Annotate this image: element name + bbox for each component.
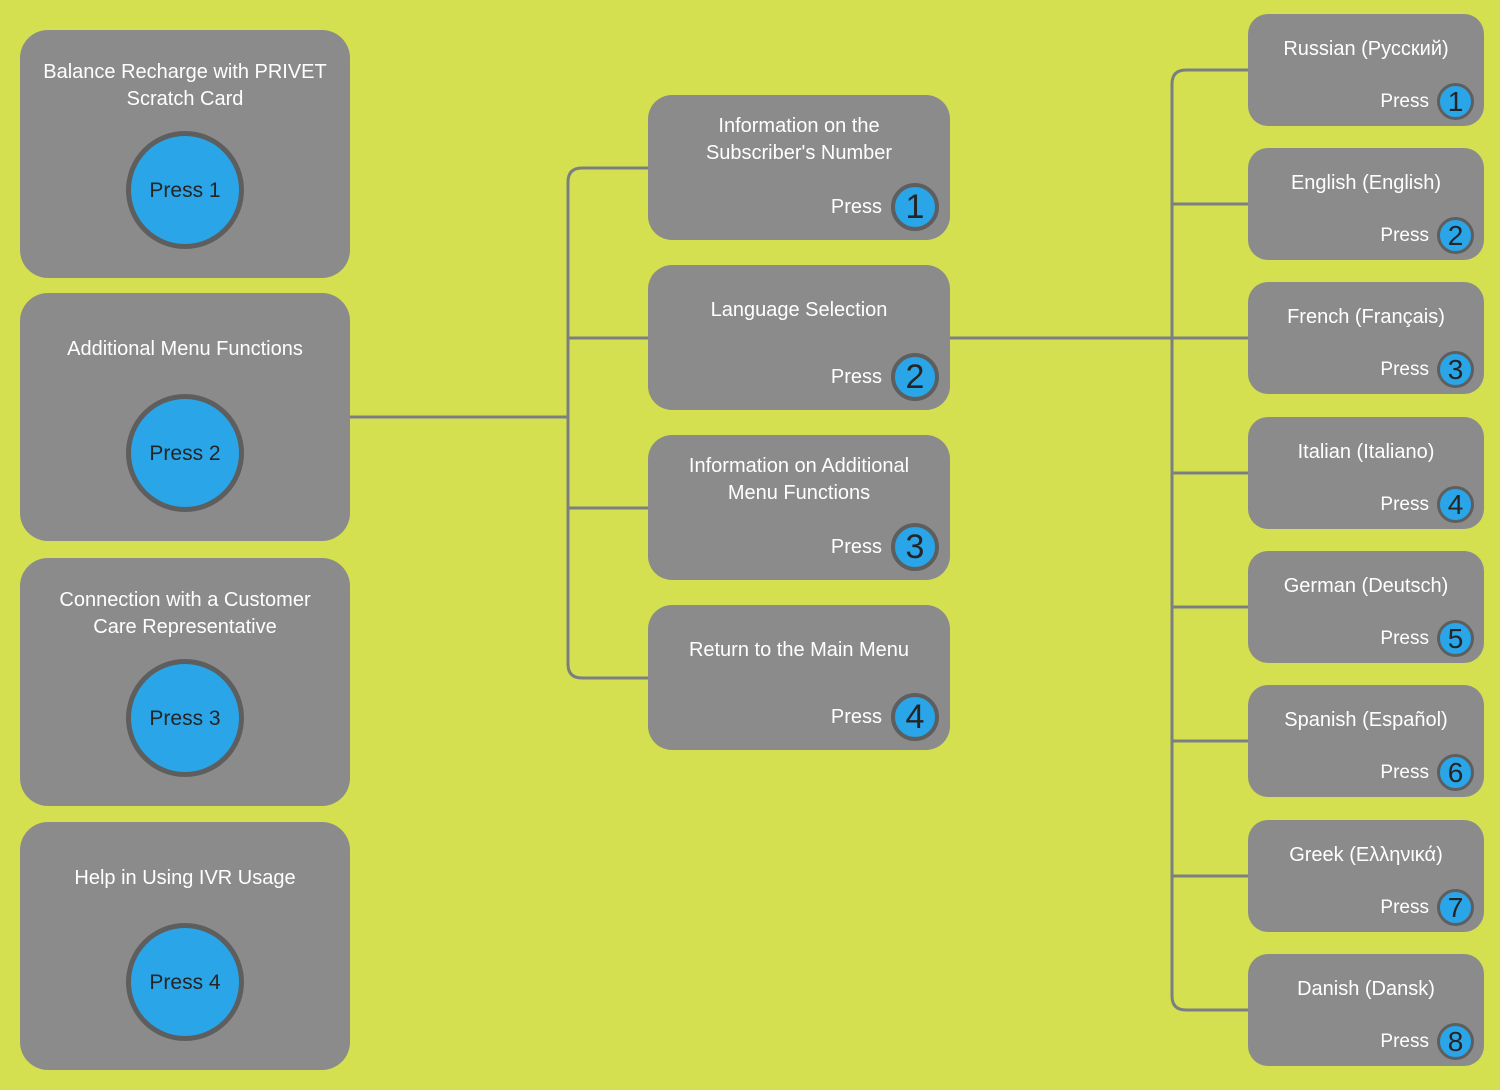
- press-2-circle[interactable]: Press 2: [126, 394, 244, 512]
- node-help-ivr-usage[interactable]: Help in Using IVR Usage Press 4: [20, 822, 350, 1070]
- node-language-italian[interactable]: Italian (Italiano) Press 4: [1248, 417, 1484, 529]
- key-number: 4: [905, 698, 925, 736]
- key-6-circle[interactable]: 6: [1437, 754, 1474, 791]
- key-number: 1: [1447, 85, 1464, 117]
- node-language-russian[interactable]: Russian (Русский) Press 1: [1248, 14, 1484, 126]
- node-balance-recharge[interactable]: Balance Recharge with PRIVET Scratch Car…: [20, 30, 350, 278]
- press-word: Press: [830, 535, 882, 558]
- key-number: 2: [1447, 219, 1464, 251]
- node-title: Information on Additional Menu Functions: [688, 455, 910, 504]
- press-row: Press 5: [1380, 620, 1474, 657]
- press-word: Press: [1380, 761, 1429, 783]
- node-title: Greek (Ελληνικά): [1289, 843, 1443, 866]
- node-additional-functions-info[interactable]: Information on Additional Menu Functions…: [648, 435, 950, 580]
- press-row: Press 3: [1380, 351, 1474, 388]
- press-label: Press 3: [149, 706, 221, 730]
- press-row: Press 2: [1380, 217, 1474, 254]
- node-title: Russian (Русский): [1283, 37, 1449, 60]
- press-row: Press 8: [1380, 1023, 1474, 1060]
- node-title: Information on the Subscriber's Number: [705, 115, 893, 164]
- press-label: Press 1: [149, 178, 221, 202]
- press-word: Press: [830, 195, 882, 218]
- node-title: French (Français): [1287, 305, 1445, 328]
- key-number: 7: [1447, 891, 1464, 923]
- press-label: Press 2: [149, 441, 221, 465]
- node-title: English (English): [1290, 171, 1442, 194]
- node-language-german[interactable]: German (Deutsch) Press 5: [1248, 551, 1484, 663]
- connector-submenu-trunk: [566, 166, 648, 680]
- press-1-circle[interactable]: Press 1: [126, 131, 244, 249]
- press-row: Press 6: [1380, 754, 1474, 791]
- node-additional-menu-functions[interactable]: Additional Menu Functions Press 2: [20, 293, 350, 541]
- key-number: 3: [905, 528, 925, 566]
- press-word: Press: [1380, 1030, 1429, 1052]
- key-4-circle[interactable]: 4: [1437, 486, 1474, 523]
- key-3-circle[interactable]: 3: [891, 523, 939, 571]
- key-number: 8: [1447, 1025, 1464, 1057]
- node-title: Italian (Italiano): [1297, 440, 1435, 463]
- node-language-selection[interactable]: Language Selection Press 2: [648, 265, 950, 410]
- node-language-french[interactable]: French (Français) Press 3: [1248, 282, 1484, 394]
- key-2-circle[interactable]: 2: [1437, 217, 1474, 254]
- node-title: German (Deutsch): [1283, 574, 1449, 597]
- press-row: Press 4: [831, 693, 939, 741]
- press-row: Press 2: [831, 353, 939, 401]
- press-word: Press: [830, 705, 882, 728]
- press-word: Press: [1380, 896, 1429, 918]
- key-5-circle[interactable]: 5: [1437, 620, 1474, 657]
- key-4-circle[interactable]: 4: [891, 693, 939, 741]
- key-number: 4: [1447, 488, 1464, 520]
- press-word: Press: [1380, 493, 1429, 515]
- node-language-english[interactable]: English (English) Press 2: [1248, 148, 1484, 260]
- key-2-circle[interactable]: 2: [891, 353, 939, 401]
- node-customer-care[interactable]: Connection with a Customer Care Represen…: [20, 558, 350, 806]
- press-3-circle[interactable]: Press 3: [126, 659, 244, 777]
- press-label: Press 4: [149, 970, 221, 994]
- key-8-circle[interactable]: 8: [1437, 1023, 1474, 1060]
- node-subscriber-number-info[interactable]: Information on the Subscriber's Number P…: [648, 95, 950, 240]
- press-row: Press 4: [1380, 486, 1474, 523]
- key-1-circle[interactable]: 1: [891, 183, 939, 231]
- key-number: 2: [905, 358, 925, 396]
- node-title: Additional Menu Functions: [67, 337, 303, 360]
- press-word: Press: [1380, 224, 1429, 246]
- press-word: Press: [1380, 627, 1429, 649]
- node-language-greek[interactable]: Greek (Ελληνικά) Press 7: [1248, 820, 1484, 932]
- connector-language-trunk: [1170, 68, 1248, 1012]
- press-row: Press 7: [1380, 889, 1474, 926]
- press-row: Press 1: [831, 183, 939, 231]
- node-return-main-menu[interactable]: Return to the Main Menu Press 4: [648, 605, 950, 750]
- key-number: 3: [1447, 353, 1464, 385]
- key-3-circle[interactable]: 3: [1437, 351, 1474, 388]
- key-7-circle[interactable]: 7: [1437, 889, 1474, 926]
- node-language-danish[interactable]: Danish (Dansk) Press 8: [1248, 954, 1484, 1066]
- node-language-spanish[interactable]: Spanish (Español) Press 6: [1248, 685, 1484, 797]
- node-title: Connection with a Customer Care Represen…: [59, 589, 311, 638]
- key-1-circle[interactable]: 1: [1437, 83, 1474, 120]
- press-row: Press 3: [831, 523, 939, 571]
- press-row: Press 1: [1380, 83, 1474, 120]
- node-title: Help in Using IVR Usage: [74, 866, 296, 889]
- press-word: Press: [830, 365, 882, 388]
- press-word: Press: [1380, 90, 1429, 112]
- node-title: Return to the Main Menu: [688, 638, 910, 661]
- node-title: Danish (Dansk): [1297, 977, 1435, 1000]
- node-title: Language Selection: [710, 298, 888, 321]
- node-title: Balance Recharge with PRIVET Scratch Car…: [43, 61, 327, 110]
- press-4-circle[interactable]: Press 4: [126, 923, 244, 1041]
- key-number: 5: [1447, 622, 1464, 654]
- key-number: 6: [1447, 756, 1464, 788]
- press-word: Press: [1380, 358, 1429, 380]
- node-title: Spanish (Español): [1284, 708, 1448, 731]
- key-number: 1: [905, 188, 925, 226]
